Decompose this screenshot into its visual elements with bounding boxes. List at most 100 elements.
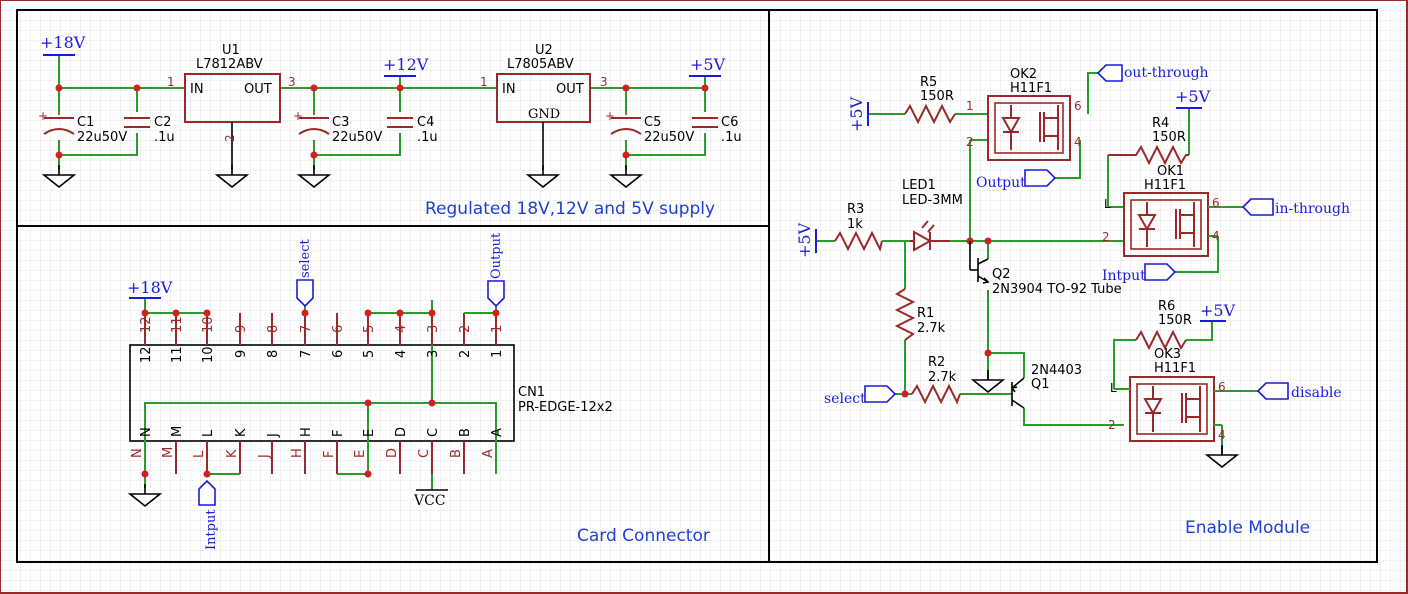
- svg-text:10: 10: [201, 316, 216, 333]
- ps-junctions: [55, 84, 709, 159]
- capacitor-c3[interactable]: +: [293, 109, 330, 135]
- svg-text:1: 1: [490, 325, 505, 333]
- ok2-pin6: 6: [1074, 99, 1082, 113]
- resistor-r2[interactable]: [911, 383, 961, 405]
- port-out-through[interactable]: out-through: [1096, 64, 1209, 82]
- port-select-connector[interactable]: select: [296, 239, 314, 308]
- q1-part: 2N4403: [1031, 363, 1082, 378]
- svg-text:2: 2: [458, 350, 473, 358]
- em-wires: [816, 72, 1258, 455]
- power-supply-title: Regulated 18V,12V and 5V supply: [425, 199, 715, 219]
- port-output-connector[interactable]: Output: [487, 232, 505, 308]
- r1-ref: R1: [917, 306, 934, 321]
- cn1-top-pin-labels: 12 11 10 9 8 7 6 5 4 3 2 1: [139, 316, 505, 333]
- transistor-q1[interactable]: [1010, 377, 1025, 409]
- capacitor-c2[interactable]: [124, 117, 150, 128]
- svg-text:U2: U2: [535, 43, 553, 58]
- c1-ref: C1: [77, 115, 94, 130]
- svg-text:D: D: [385, 448, 400, 458]
- port-input-connector[interactable]: Intput: [198, 479, 219, 550]
- svg-text:F: F: [331, 430, 346, 437]
- port-output-em[interactable]: Output: [976, 169, 1057, 191]
- svg-text:9: 9: [234, 325, 249, 333]
- svg-text:select: select: [298, 239, 313, 278]
- transistor-q2[interactable]: [969, 241, 990, 284]
- port-disable[interactable]: disable: [1256, 382, 1342, 401]
- port-select-em[interactable]: select: [824, 385, 897, 407]
- svg-text:1: 1: [480, 75, 488, 89]
- svg-text:Intput: Intput: [204, 509, 219, 550]
- svg-text:C: C: [417, 449, 432, 458]
- ps-power-symbols: [43, 54, 721, 77]
- resistor-r5[interactable]: [904, 103, 956, 125]
- c6-ref: C6: [721, 115, 738, 130]
- connector-cn1-body[interactable]: [129, 344, 515, 442]
- q1-ref: Q1: [1031, 377, 1050, 392]
- enable-module-section: +5V +5V +5V +5V R5 150R R4 150R R3 1k R1…: [795, 64, 1350, 538]
- svg-text:1: 1: [490, 350, 505, 358]
- ok3-pin4: 4: [1218, 428, 1226, 442]
- optocoupler-ok1[interactable]: [1123, 192, 1226, 257]
- svg-text:Intput: Intput: [1102, 268, 1146, 284]
- svg-text:J: J: [257, 454, 272, 459]
- port-in-through[interactable]: in-through: [1241, 198, 1350, 217]
- svg-text:5: 5: [362, 325, 377, 333]
- c2-ref: C2: [154, 115, 171, 130]
- power-supply-section: +18V +12V +5V U1 L7812ABV IN OUT 1 3 2 U…: [38, 33, 742, 219]
- svg-text:3: 3: [426, 325, 441, 333]
- capacitor-c4[interactable]: [387, 117, 413, 128]
- svg-text:12: 12: [139, 316, 154, 333]
- ok1-part: H11F1: [1144, 178, 1186, 193]
- svg-text:10: 10: [201, 346, 216, 363]
- capacitor-c1[interactable]: +: [38, 109, 75, 135]
- r3-value: 1k: [847, 217, 863, 232]
- port-input-em[interactable]: Intput: [1102, 263, 1177, 284]
- regulator-u1[interactable]: U1 L7812ABV IN OUT 1 3 2: [167, 43, 296, 170]
- svg-text:3: 3: [426, 350, 441, 358]
- regulator-u2[interactable]: U2 L7805ABV IN OUT GND 1 3: [480, 43, 608, 170]
- r2-ref: R2: [928, 355, 945, 370]
- c4-value: .1u: [417, 130, 438, 145]
- svg-text:H: H: [290, 448, 305, 458]
- svg-text:7: 7: [299, 325, 314, 333]
- card-connector-section: 12 11 10 9 8 7 6 5 4 3 2 1 12 11 10 9 8 …: [127, 232, 710, 550]
- svg-text:+: +: [293, 109, 303, 123]
- ok3-ref: OK3: [1154, 347, 1181, 362]
- c4-ref: C4: [417, 115, 434, 130]
- svg-text:D: D: [394, 427, 409, 437]
- resistor-r3[interactable]: [834, 230, 883, 252]
- ok1-pin6: 6: [1212, 196, 1220, 210]
- resistor-r6[interactable]: [1135, 329, 1187, 351]
- svg-text:11: 11: [170, 316, 185, 333]
- resistor-r4[interactable]: [1108, 144, 1189, 166]
- ok3-part: H11F1: [1154, 361, 1196, 376]
- optocoupler-ok3[interactable]: [1114, 376, 1230, 442]
- resistor-r1[interactable]: [894, 288, 916, 341]
- ok1-pin4: 4: [1212, 229, 1220, 243]
- svg-text:A: A: [481, 449, 496, 458]
- svg-text:12: 12: [139, 346, 154, 363]
- svg-text:6: 6: [331, 325, 346, 333]
- em-5v-label-3: +5V: [795, 222, 814, 258]
- svg-text:K: K: [225, 449, 240, 458]
- svg-text:L: L: [201, 429, 216, 437]
- capacitor-c6[interactable]: [692, 117, 718, 128]
- svg-text:N: N: [130, 448, 145, 458]
- ok3-pinL: L: [1110, 381, 1117, 395]
- vcc-label: VCC: [413, 493, 446, 509]
- led1[interactable]: [910, 220, 950, 252]
- svg-text:11: 11: [170, 346, 185, 363]
- svg-text:N: N: [139, 427, 154, 437]
- r6-value: 150R: [1158, 313, 1192, 328]
- svg-text:IN: IN: [502, 82, 516, 97]
- svg-text:L: L: [192, 450, 207, 458]
- svg-text:M: M: [161, 447, 176, 458]
- svg-text:6: 6: [331, 350, 346, 358]
- optocoupler-ok2[interactable]: [987, 95, 1071, 161]
- capacitor-c5[interactable]: +: [605, 109, 642, 135]
- svg-text:K: K: [234, 428, 249, 437]
- cn1-ref: CN1: [518, 385, 545, 400]
- svg-text:C: C: [426, 428, 441, 437]
